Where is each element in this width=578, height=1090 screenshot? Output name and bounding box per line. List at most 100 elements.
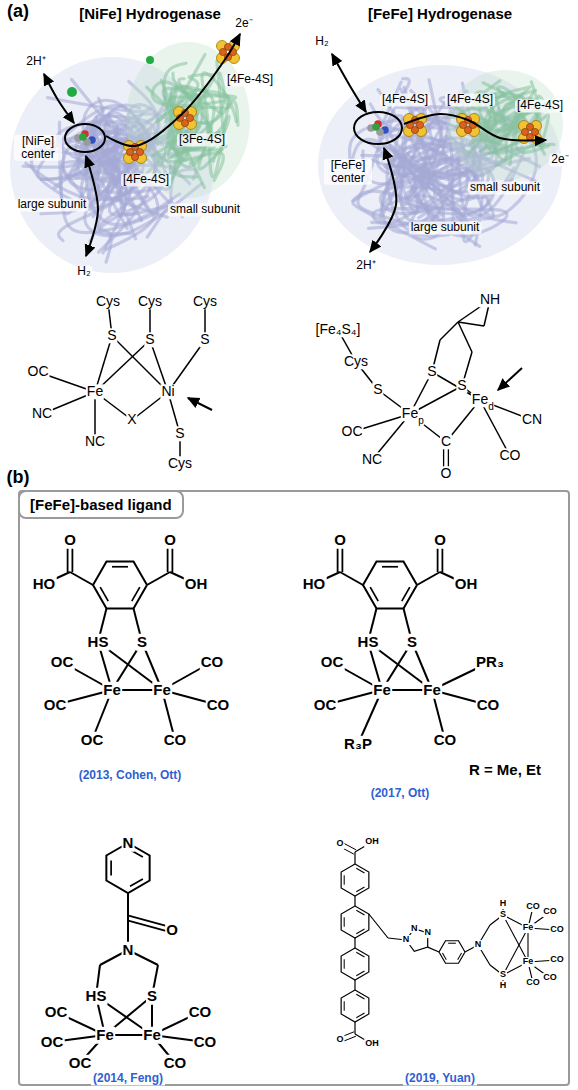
ring-double-bond xyxy=(356,887,364,892)
panel-title: [NiFe] Hydrogenase xyxy=(79,6,221,23)
atom-label: [Fe₄S₄] xyxy=(315,322,362,337)
structure-label: [4Fe-4S] xyxy=(380,93,430,106)
ring-double-bond xyxy=(448,943,456,944)
ring-double-bond xyxy=(130,879,143,886)
atom-label: O xyxy=(335,839,344,849)
atom-label: Fe xyxy=(372,682,392,699)
ring-double-bond xyxy=(344,1001,345,1010)
atom-label: S xyxy=(372,382,383,397)
proton-path xyxy=(370,148,396,252)
atom-label: O xyxy=(333,532,347,549)
atom-label: S xyxy=(199,332,210,347)
atom-label: NC xyxy=(361,452,383,467)
atom-label: OH xyxy=(184,576,209,593)
citation-caption: (2019, Yuan) xyxy=(403,1072,477,1085)
citation-caption: (2017, Ott) xyxy=(369,787,432,800)
atom-label: OC xyxy=(50,654,75,671)
ring-double-bond xyxy=(112,566,128,568)
iron-sphere xyxy=(219,48,226,55)
bond-line xyxy=(340,572,363,585)
atom-label: Cys xyxy=(167,456,193,471)
structure-label: [NiFe] center xyxy=(14,135,62,161)
atom-label: HO xyxy=(302,576,327,593)
atom-label: S xyxy=(406,634,418,651)
h2-path xyxy=(332,54,366,112)
ring-double-bond xyxy=(458,953,462,960)
bond-line xyxy=(440,322,458,340)
atom-label: HS xyxy=(357,634,380,651)
protein-ribbon xyxy=(166,55,222,170)
atom-label: Fe xyxy=(86,384,104,399)
aromatic-ring xyxy=(341,906,369,938)
bond-line xyxy=(70,572,93,585)
atom-label: Fe xyxy=(471,392,489,407)
structure-label: [4Fe-4S] xyxy=(121,173,171,186)
atom-label: PR₃ xyxy=(475,654,505,671)
atom-label: R₃P xyxy=(343,736,373,753)
atom-label: S xyxy=(499,910,507,920)
atom-label: CN xyxy=(521,412,543,427)
atom-label: Fe xyxy=(95,1027,115,1044)
panel-letter: (b) xyxy=(7,468,30,488)
structure-label: large subunit xyxy=(409,221,482,234)
atom-label: OC xyxy=(313,697,338,714)
bond-line xyxy=(354,1022,355,1034)
atom-label: H xyxy=(499,899,508,909)
atom-label: CO xyxy=(549,925,565,935)
ring-double-bond xyxy=(356,929,364,934)
metal-ion xyxy=(146,56,154,64)
active-site xyxy=(354,112,402,144)
atom-subscript: p xyxy=(418,415,424,426)
iron-sphere xyxy=(136,148,143,155)
atom-label: OC xyxy=(80,732,105,749)
atom-label: N xyxy=(402,935,411,945)
pointer-arrow xyxy=(498,368,522,390)
atom-label: CO xyxy=(433,732,458,749)
electron-path xyxy=(404,114,546,140)
structure-label: 2H⁺ xyxy=(354,259,377,272)
atom-label: HS xyxy=(87,634,110,651)
bond-line xyxy=(369,914,388,938)
atom-label: OC xyxy=(68,1055,93,1072)
atom-label: S xyxy=(499,970,507,980)
atom-label: CO xyxy=(206,697,231,714)
ring-double-bond xyxy=(110,861,112,876)
bond-line xyxy=(354,852,355,864)
atom-label: O xyxy=(433,532,447,549)
structure-label: small subunit xyxy=(168,203,242,216)
ring-double-bond xyxy=(356,971,364,976)
substituent-note: R = Me, Et xyxy=(469,762,541,779)
bond-line xyxy=(417,572,440,585)
iron-sphere xyxy=(186,114,193,121)
ring-double-bond xyxy=(382,566,398,568)
atom-label: CO xyxy=(200,654,225,671)
ring-double-bond xyxy=(356,994,364,999)
ring-double-bond xyxy=(356,1013,364,1018)
atom-label: CO xyxy=(163,732,188,749)
bond-line xyxy=(354,938,355,948)
atom-label: NC xyxy=(31,406,53,421)
atom-label: HO xyxy=(32,576,57,593)
atom-label: Fe xyxy=(422,682,442,699)
atom-label: OC xyxy=(44,1004,69,1021)
electron-path xyxy=(106,34,240,146)
bond-line xyxy=(458,322,472,352)
atom-label: S xyxy=(106,328,117,343)
citation-caption: (2014, Feng) xyxy=(91,1072,165,1085)
structure-label: H₂ xyxy=(75,265,92,278)
iron-sphere xyxy=(126,148,133,155)
structure-label: [4Fe-4S] xyxy=(445,93,495,106)
atom-label: O xyxy=(335,1035,344,1045)
atom-label: CO xyxy=(525,902,541,912)
atom-sphere xyxy=(372,123,380,131)
atom-label: S xyxy=(136,634,148,651)
active-site xyxy=(65,124,105,152)
atom-label: Cys xyxy=(137,294,163,309)
atom-label: Fe xyxy=(401,406,419,421)
atom-label: HS xyxy=(85,988,108,1005)
atom-label: CO xyxy=(188,1004,213,1021)
panel-title: [FeFe] Hydrogenase xyxy=(368,6,512,23)
subunit-ground xyxy=(447,70,563,180)
atom-label: Cys xyxy=(192,294,218,309)
structure-label: [4Fe-4S] xyxy=(515,99,565,112)
